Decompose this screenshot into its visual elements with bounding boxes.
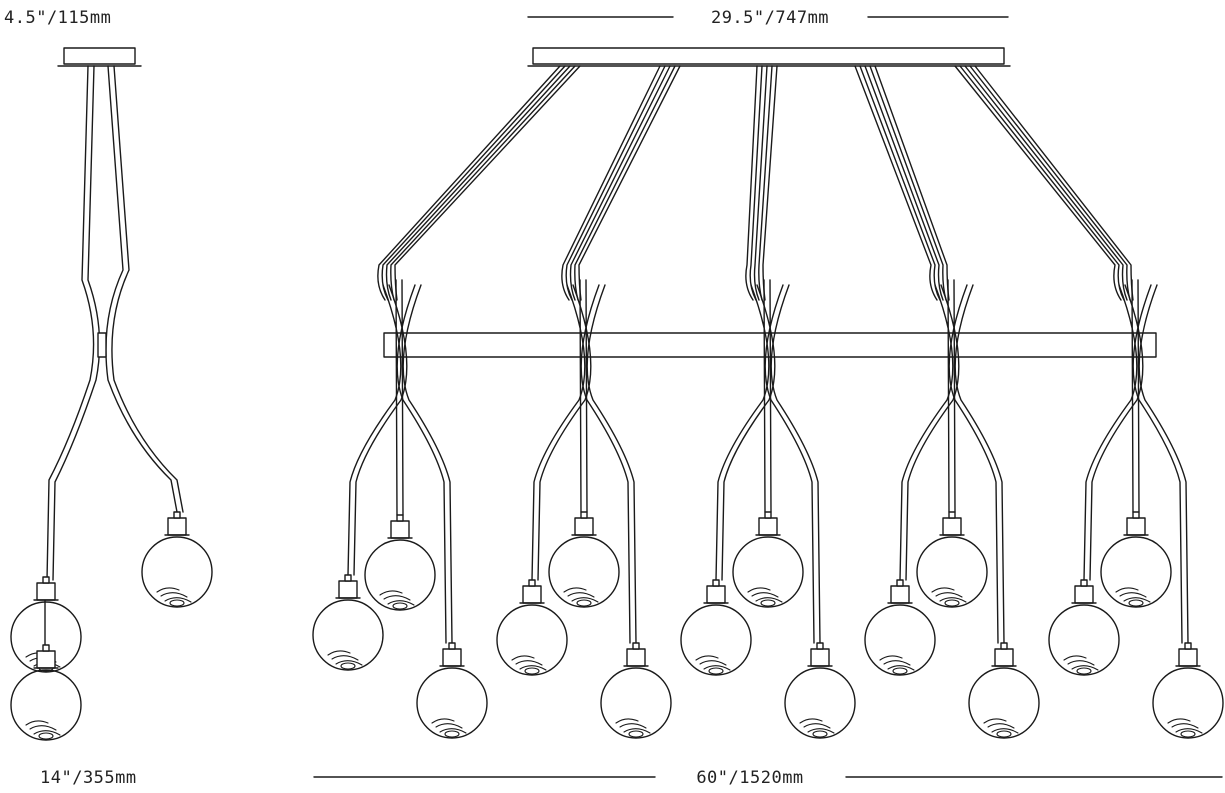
dimension-lines [313, 16, 1223, 778]
front-spread-dimension: 60"/1520mm [696, 768, 803, 788]
front-globe-3-1 [680, 579, 752, 676]
front-cords-lower [347, 279, 1189, 644]
front-globe-2-3 [600, 642, 672, 739]
front-canopy-dimension: 29.5"/747mm [711, 8, 829, 28]
side-globes [10, 511, 213, 741]
side-cords [44, 65, 184, 651]
side-bar-end [97, 332, 107, 358]
front-globes [312, 511, 1224, 739]
front-globe-4-1 [864, 579, 936, 676]
front-canopy [527, 47, 1011, 67]
front-globe-3-3 [784, 642, 856, 739]
side-view [10, 47, 213, 741]
front-globe-5-1 [1048, 579, 1120, 676]
front-globe-1-2 [364, 514, 436, 611]
front-globe-2-2 [548, 511, 620, 608]
front-globe-1-3 [416, 642, 488, 739]
front-globe-5-3 [1152, 642, 1224, 739]
side-globe-lower [10, 644, 82, 741]
side-canopy-dimension: 4.5"/115mm [4, 8, 111, 28]
side-globe-right [141, 511, 213, 608]
front-globe-5-2 [1100, 511, 1172, 608]
front-globe-4-2 [916, 511, 988, 608]
front-globe-3-2 [732, 511, 804, 608]
side-canopy [57, 47, 142, 67]
front-cords [377, 65, 1134, 301]
front-view [312, 47, 1224, 739]
front-globe-4-3 [968, 642, 1040, 739]
front-globe-1-1 [312, 574, 384, 671]
side-spread-dimension: 14"/355mm [40, 768, 137, 788]
front-globe-2-1 [496, 579, 568, 676]
